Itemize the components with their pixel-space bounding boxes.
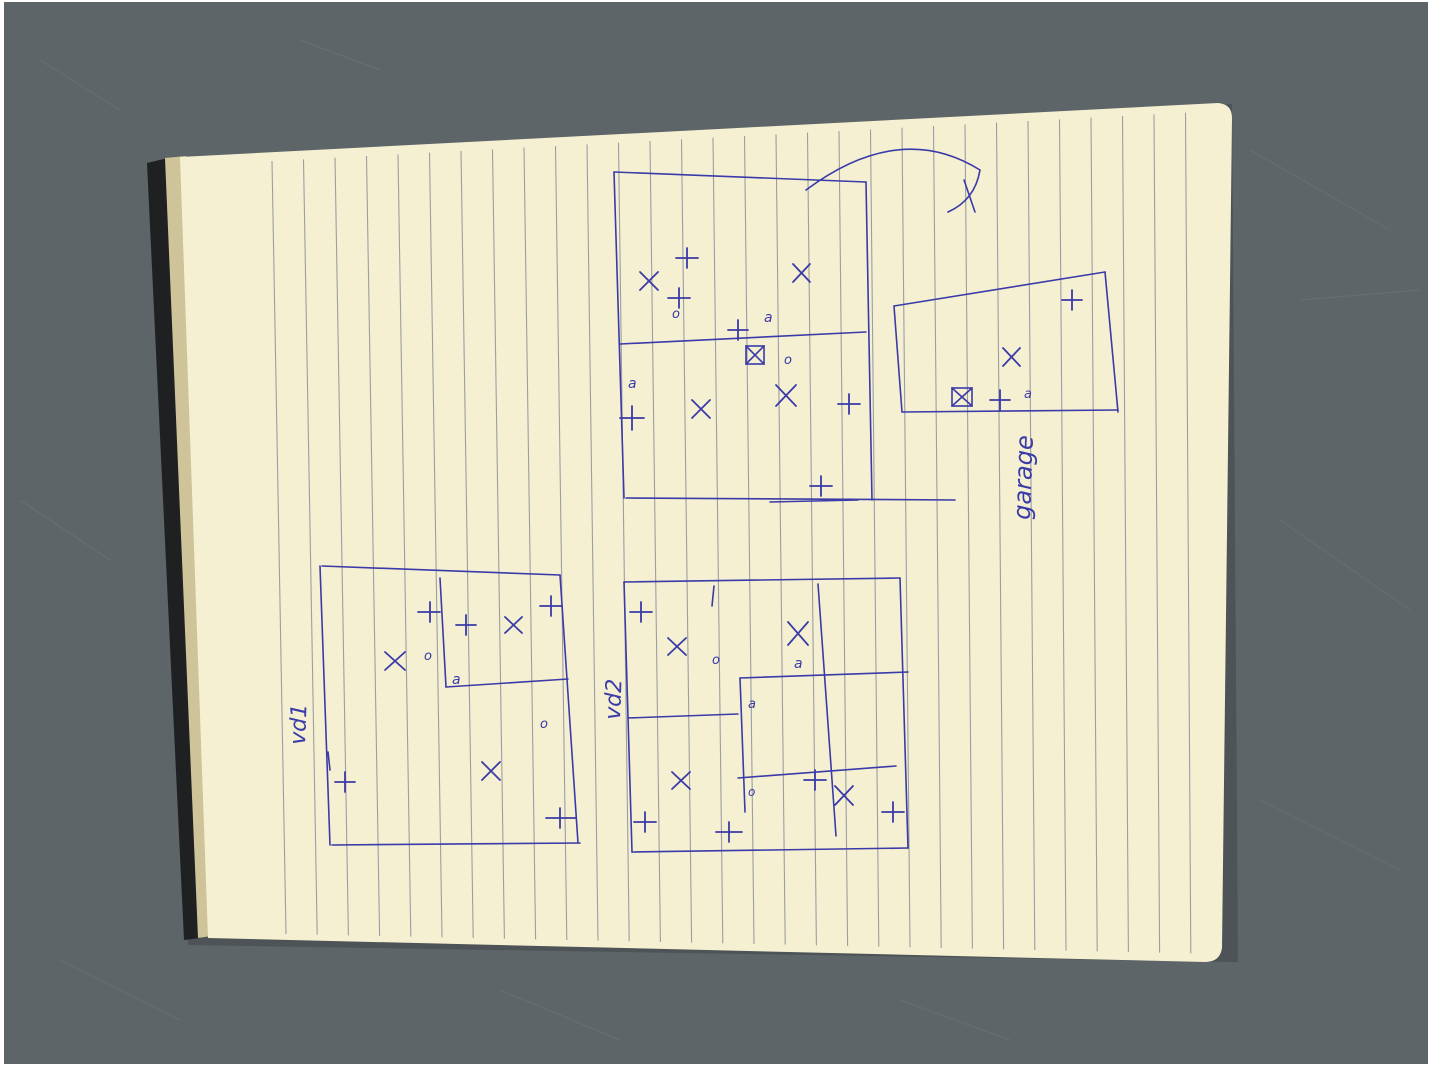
notebook-paper [180, 103, 1232, 962]
label-vd1: vd1 [286, 703, 312, 745]
ruled-line [1184, 112, 1192, 954]
letter-o: o [540, 717, 548, 732]
ruled-line [869, 129, 880, 947]
ruled-line [271, 160, 287, 935]
label-vd2: vd2 [601, 678, 627, 720]
plan-upper [613, 148, 981, 503]
ruled-line [586, 144, 599, 941]
table-scratches [19, 39, 1421, 1041]
ruled-line [806, 132, 817, 946]
floor-plan-sketch [319, 148, 1119, 853]
plan-vd2 [623, 577, 909, 853]
letter-o: o [424, 649, 432, 664]
ruled-line [775, 134, 786, 945]
letter-a: a [794, 656, 803, 672]
notebook-binding-black [147, 158, 200, 940]
door-tick-marks [334, 247, 1083, 843]
small-letters: a o o a o a o a o a o a [424, 307, 1032, 799]
letter-o: o [712, 653, 720, 668]
ruled-line [649, 140, 661, 943]
ruled-line [554, 145, 568, 941]
ruled-line [1027, 120, 1036, 951]
letter-a: a [764, 310, 773, 326]
ruled-line [1121, 115, 1129, 953]
ruled-line [617, 142, 630, 942]
letter-a: a [628, 376, 637, 392]
ruled-lines [271, 112, 1192, 954]
letter-a: a [748, 697, 756, 712]
ruled-line [302, 159, 318, 935]
ruled-line [1153, 114, 1161, 953]
letter-o: o [784, 353, 792, 368]
letter-a: a [452, 672, 461, 688]
letter-o: o [748, 785, 755, 799]
ruled-line [901, 127, 911, 948]
ruled-line [365, 155, 381, 937]
ruled-line [743, 135, 755, 945]
handwritten-labels: vd1 vd2 garage [286, 435, 1039, 745]
ruled-line [428, 152, 443, 938]
cross-marks [384, 263, 1021, 806]
ruled-line [1058, 119, 1067, 951]
ruled-line [1090, 117, 1098, 952]
letter-o: o [672, 307, 680, 322]
plan-garage [893, 271, 1119, 413]
plan-vd1 [319, 565, 581, 846]
ruled-line [523, 147, 537, 940]
ruled-line [460, 150, 474, 939]
ruled-line [838, 130, 849, 947]
label-garage: garage [1008, 435, 1039, 520]
box-marks [745, 345, 973, 407]
ruled-line [712, 137, 724, 944]
ruled-line [995, 122, 1005, 950]
ruled-line [680, 139, 693, 943]
ruled-line [334, 157, 349, 936]
letter-a: a [1024, 387, 1032, 402]
ruled-line [932, 125, 942, 949]
ruled-line [397, 154, 412, 937]
ruled-line [491, 149, 505, 939]
ruled-line [964, 124, 973, 949]
